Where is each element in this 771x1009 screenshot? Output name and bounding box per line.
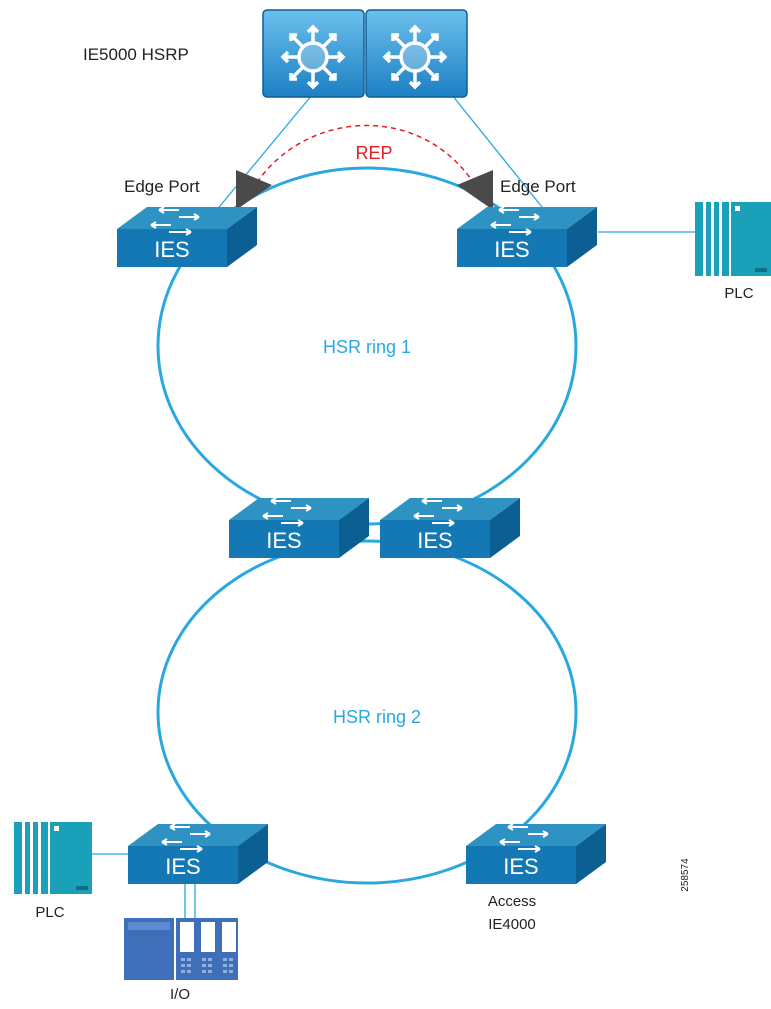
ies-switch-redbox-left: IES <box>229 497 369 558</box>
plc-left-label: PLC <box>35 904 64 921</box>
edge-port-right-icon <box>457 170 493 210</box>
ies-switch-edge-right: IES <box>457 206 597 267</box>
access-label: Access <box>488 893 536 910</box>
uplink-left <box>214 94 313 213</box>
ies-label: IES <box>154 237 189 262</box>
ies-label: IES <box>165 854 200 879</box>
ies-switch-bottom-left: IES <box>128 823 268 884</box>
ies-label: IES <box>417 528 452 553</box>
core-switch-left <box>262 9 365 98</box>
io-module-icon <box>124 918 238 980</box>
ie4000-label: IE4000 <box>488 916 536 933</box>
edge-port-left-label: Edge Port <box>124 177 200 196</box>
rep-segment <box>251 124 476 191</box>
edge-port-right-label: Edge Port <box>500 177 576 196</box>
io-label: I/O <box>170 986 190 1003</box>
hsr-ring-2 <box>156 539 578 885</box>
ies-switch-access-ie4000: IES <box>466 823 606 884</box>
edge-port-left-icon <box>236 170 272 210</box>
figure-id-label: 258574 <box>680 858 691 892</box>
ies-label: IES <box>503 854 538 879</box>
plc-left-icon <box>14 822 92 894</box>
hsrp-label: IE5000 HSRP <box>83 45 189 64</box>
ies-label: IES <box>494 237 529 262</box>
layer3-switch-icon <box>382 24 448 90</box>
ies-switch-edge-left: IES <box>117 206 257 267</box>
ies-label: IES <box>266 528 301 553</box>
core-switch-right <box>365 9 468 98</box>
ies-switch-redbox-right: IES <box>380 497 520 558</box>
ring1-label: HSR ring 1 <box>323 337 411 357</box>
plc-right-icon <box>695 202 771 276</box>
layer3-switch-icon <box>280 24 346 90</box>
uplink-right <box>451 94 547 213</box>
plc-right-label: PLC <box>724 285 753 302</box>
rep-label: REP <box>355 143 392 163</box>
ring2-label: HSR ring 2 <box>333 707 421 727</box>
